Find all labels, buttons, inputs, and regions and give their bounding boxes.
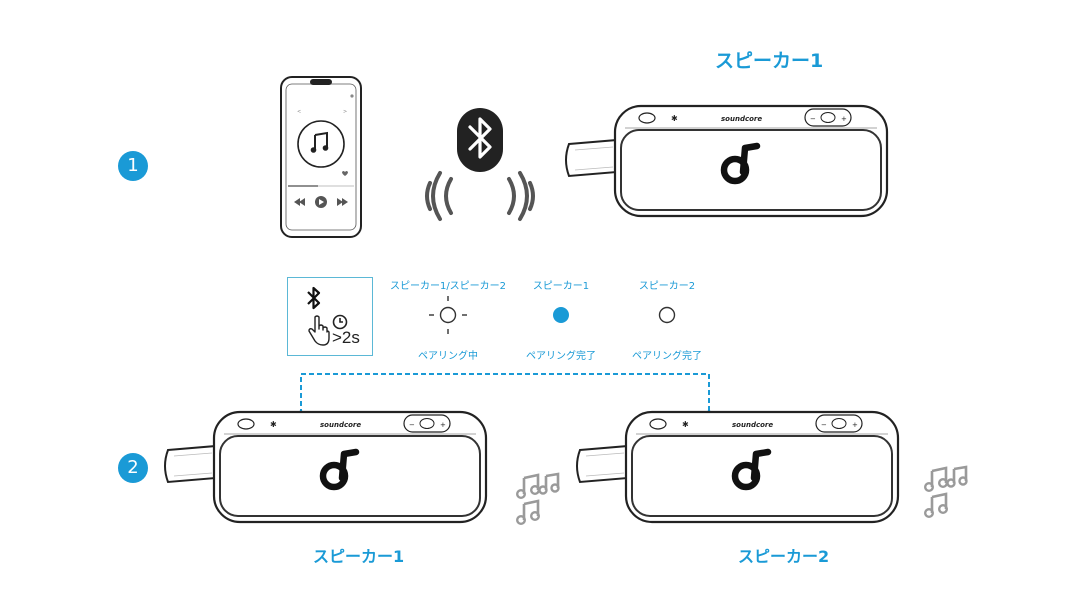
state-heading-pairing: スピーカー1/スピーカー2	[389, 281, 507, 292]
bottom-speaker-2-illustration	[580, 412, 910, 527]
state-caption-speaker1: ペアリング完了	[526, 351, 596, 362]
hand-press-icon	[308, 315, 330, 346]
music-notes-icon	[923, 465, 968, 519]
hold-duration-text: >2s	[332, 328, 360, 347]
top-speaker-label: スピーカー1	[715, 50, 824, 72]
state-caption-speaker2: ペアリング完了	[632, 351, 702, 362]
bottom-speaker-1-illustration	[168, 412, 498, 527]
music-notes-icon	[515, 472, 560, 526]
bottom-speaker-2-label: スピーカー2	[738, 547, 830, 566]
svg-text:<: <	[297, 109, 301, 115]
step-2-badge: 2	[118, 453, 148, 483]
step-1-badge: 1	[118, 151, 148, 181]
clock-icon	[332, 314, 348, 330]
top-speaker-illustration	[569, 106, 899, 221]
bottom-speaker-1-label: スピーカー1	[313, 547, 405, 566]
bluetooth-icon	[307, 286, 321, 310]
led-blinking-icon	[429, 296, 467, 334]
led-solid-icon	[553, 307, 569, 323]
state-heading-speaker1: スピーカー1	[532, 281, 590, 292]
svg-text:>: >	[343, 109, 347, 115]
state-heading-speaker2: スピーカー2	[638, 281, 696, 292]
pairing-instruction-box	[287, 277, 373, 356]
state-caption-pairing: ペアリング中	[418, 351, 478, 362]
phone-illustration: < >	[280, 76, 362, 238]
music-note-icon	[310, 131, 329, 153]
bluetooth-broadcast-icon	[425, 108, 535, 221]
led-off-icon	[658, 306, 676, 324]
stereo-link-connector	[297, 373, 713, 418]
bluetooth-icon	[457, 108, 503, 172]
